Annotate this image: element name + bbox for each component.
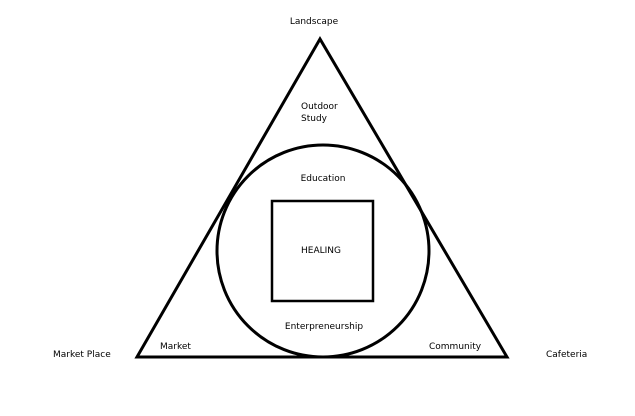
outer-triangle (134, 36, 510, 359)
label-cafeteria: Cafeteria (546, 350, 587, 360)
label-market: Market (160, 342, 191, 352)
label-outdoor-study-line1: Outdoor (301, 102, 338, 112)
label-community: Community (429, 342, 482, 352)
label-market-place: Market Place (53, 350, 111, 360)
label-outdoor-study-line2: Study (301, 114, 328, 124)
label-healing: HEALING (301, 246, 341, 256)
education-circle (215, 143, 431, 359)
label-entrepreneurship: Enterpreneurship (285, 322, 363, 332)
healing-square (270, 199, 375, 303)
label-landscape: Landscape (290, 17, 339, 27)
label-education: Education (301, 174, 346, 184)
